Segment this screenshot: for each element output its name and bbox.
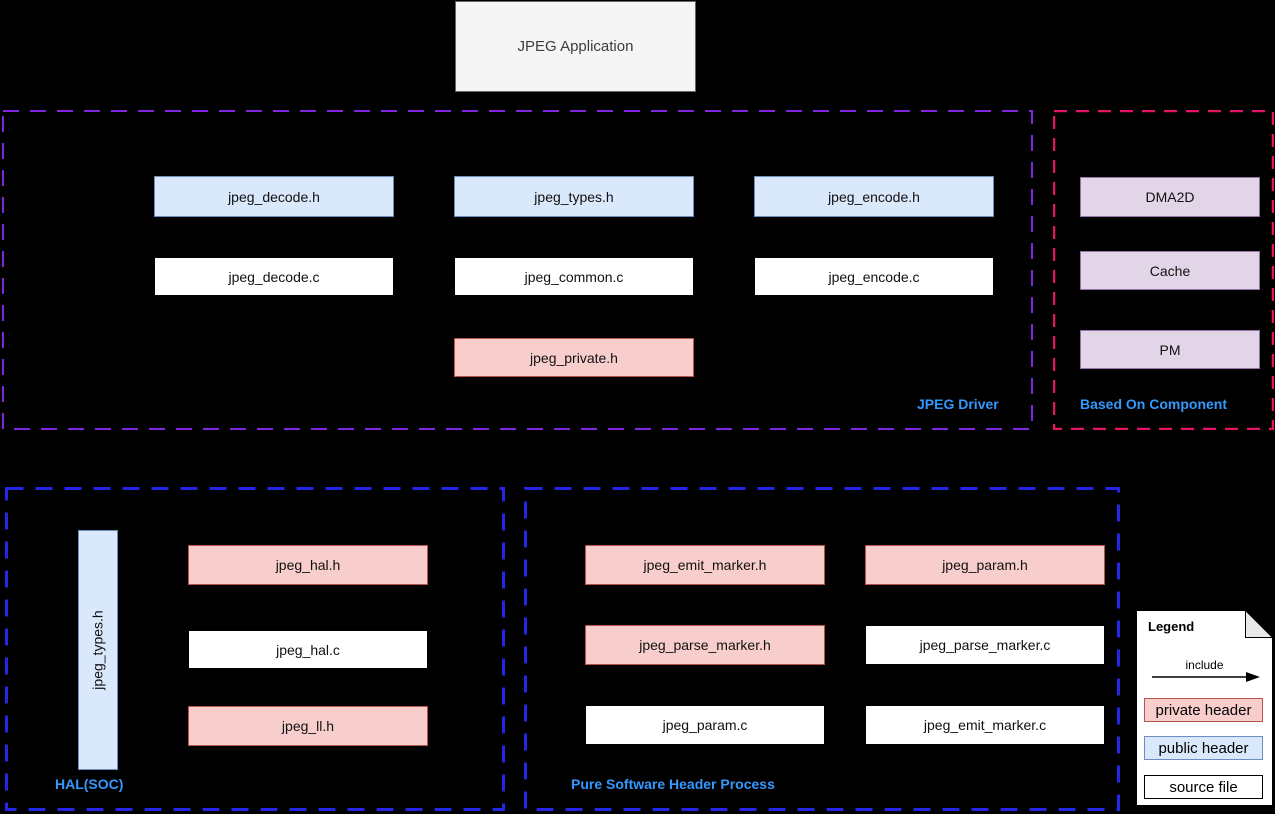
node-jpeg-private-h: jpeg_private.h [454, 338, 694, 377]
legend-public-header-swatch: public header [1144, 736, 1263, 760]
node-jpeg-param-c: jpeg_param.c [585, 705, 825, 745]
jpeg-driver-group-label: JPEG Driver [917, 396, 999, 412]
node-jpeg-decode-h: jpeg_decode.h [154, 176, 394, 217]
pure-software-group-label: Pure Software Header Process [571, 776, 775, 792]
hal-soc-group-label: HAL(SOC) [55, 776, 124, 792]
legend-panel: Legend include private header public hea… [1136, 609, 1274, 806]
node-jpeg-parse-marker-h: jpeg_parse_marker.h [585, 625, 825, 665]
node-jpeg-types-h: jpeg_types.h [454, 176, 694, 217]
based-on-component-group-label: Based On Component [1080, 396, 1228, 412]
node-jpeg-types-h-vertical-label: jpeg_types.h [90, 610, 106, 690]
node-dma2d: DMA2D [1080, 177, 1260, 217]
include-arrow-icon [1152, 672, 1260, 682]
node-jpeg-encode-c: jpeg_encode.c [754, 257, 994, 296]
node-pm: PM [1080, 330, 1260, 369]
node-jpeg-ll-h: jpeg_ll.h [188, 706, 428, 746]
legend-title: Legend [1148, 619, 1195, 634]
node-jpeg-hal-c: jpeg_hal.c [188, 630, 428, 669]
node-jpeg-hal-h: jpeg_hal.h [188, 545, 428, 585]
node-jpeg-param-h: jpeg_param.h [865, 545, 1105, 585]
folded-corner-icon [1245, 609, 1274, 638]
node-jpeg-types-h-vertical: jpeg_types.h [78, 530, 118, 770]
legend-source-file-swatch: source file [1144, 775, 1263, 799]
node-jpeg-encode-h: jpeg_encode.h [754, 176, 994, 217]
legend-private-header-swatch: private header [1144, 698, 1263, 722]
legend-include-label: include [1185, 658, 1224, 672]
node-jpeg-decode-c: jpeg_decode.c [154, 257, 394, 296]
node-jpeg-emit-marker-c: jpeg_emit_marker.c [865, 705, 1105, 745]
node-cache: Cache [1080, 251, 1260, 290]
jpeg-application-node: JPEG Application [455, 1, 696, 92]
node-jpeg-parse-marker-c: jpeg_parse_marker.c [865, 625, 1105, 665]
node-jpeg-emit-marker-h: jpeg_emit_marker.h [585, 545, 825, 585]
node-jpeg-common-c: jpeg_common.c [454, 257, 694, 296]
